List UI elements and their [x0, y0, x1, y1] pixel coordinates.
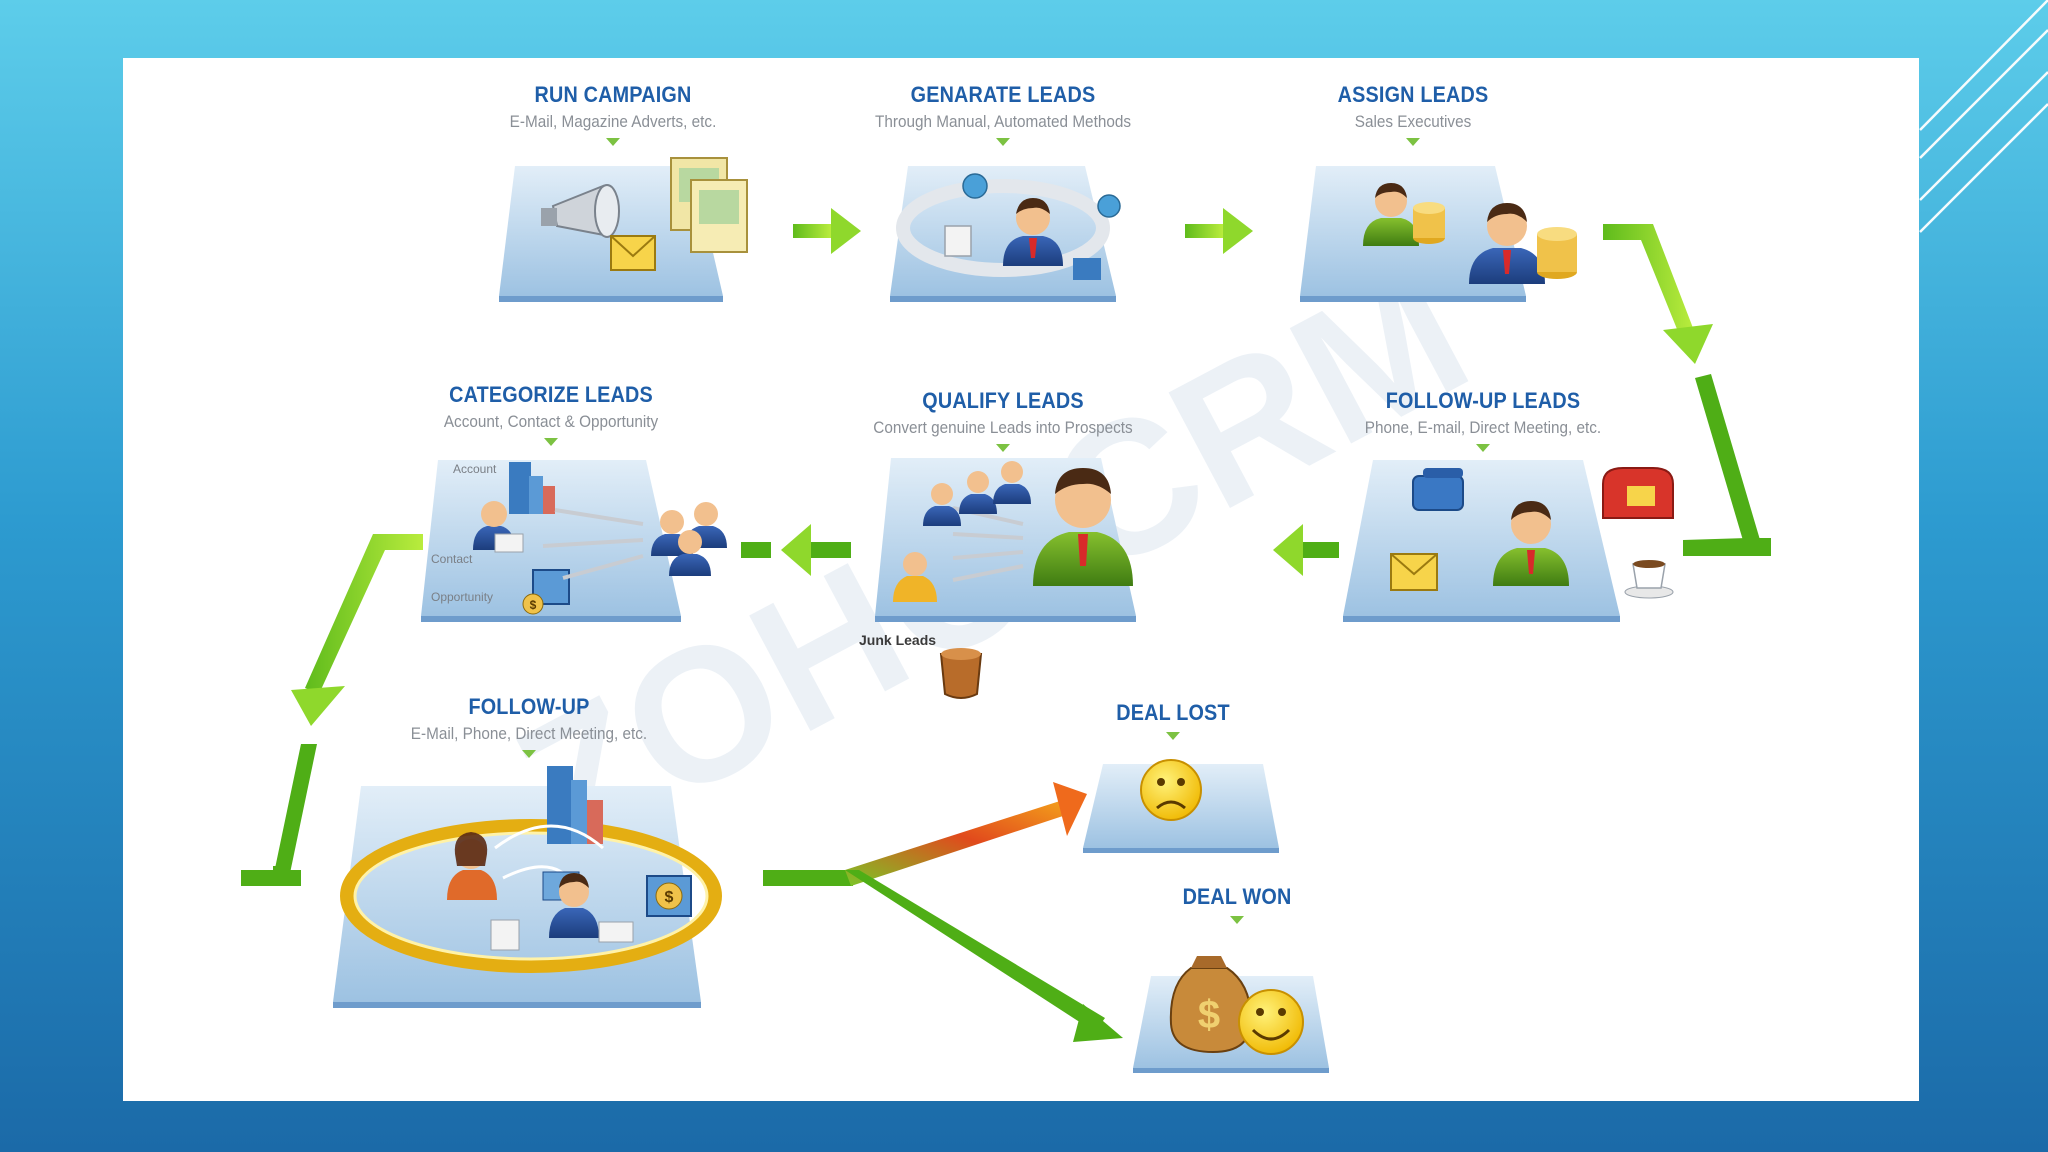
- stage-pointer: [544, 438, 558, 446]
- building-icon: [547, 766, 603, 844]
- person-icon: [993, 461, 1031, 504]
- arrow-run-to-generate: [793, 208, 861, 254]
- stage-subtitle: Phone, E-mail, Direct Meeting, etc.: [1364, 418, 1602, 437]
- gold-coins-icon: [1537, 227, 1577, 279]
- building-icon: [509, 462, 555, 514]
- person-icon: [1033, 468, 1133, 586]
- categorize-arrows: [542, 508, 644, 580]
- stage-subtitle: E-Mail, Magazine Adverts, etc.: [509, 112, 717, 131]
- arrow-followup-leads-to-qualify: [1273, 524, 1339, 576]
- stage-generate-leads: GENARATE LEADS Through Manual, Automated…: [793, 82, 1213, 146]
- dollar-box-icon: $: [522, 569, 570, 615]
- contact-card-icon: [598, 921, 634, 943]
- person-icon: [959, 471, 997, 514]
- poster-icon: [670, 157, 748, 253]
- stage-followup: FOLLOW-UP E-Mail, Phone, Direct Meeting,…: [319, 694, 739, 758]
- arrow-assign-to-followup-leads: [1603, 224, 1771, 556]
- svg-text:$: $: [1198, 993, 1220, 1037]
- stage-followup-leads: FOLLOW-UP LEADS Phone, E-mail, Direct Me…: [1273, 388, 1693, 452]
- corner-stripes: [1919, 0, 2048, 233]
- junk-leads-label: Junk Leads: [859, 632, 937, 648]
- person-icon: [447, 832, 497, 900]
- smiley-face-icon: [1238, 989, 1304, 1055]
- person-icon: [923, 483, 961, 526]
- qualify-leads-illustration: [893, 461, 1133, 699]
- stage-pointer: [996, 444, 1010, 452]
- gold-coins-icon: [1413, 202, 1445, 244]
- phone-icon: [1412, 468, 1464, 511]
- stage-run-campaign: RUN CAMPAIGN E-Mail, Magazine Adverts, e…: [403, 82, 823, 146]
- person-icon: [549, 873, 599, 938]
- globe-icon: [962, 173, 1121, 218]
- stage-pointer: [606, 138, 620, 146]
- stage-qualify-leads: QUALIFY LEADS Convert genuine Leads into…: [793, 388, 1213, 452]
- contact-card-icon: [494, 533, 524, 553]
- diagram-panel: ZOHO CRM: [123, 58, 1919, 1101]
- stage-subtitle: Sales Executives: [1354, 112, 1472, 131]
- document-icon: [490, 919, 520, 951]
- stage-pointer: [1166, 732, 1180, 740]
- stage-deal-won: DEAL WON: [1027, 884, 1447, 924]
- generate-leads-illustration: [896, 173, 1121, 280]
- mailbox-icon: [1602, 467, 1674, 519]
- stage-title: QUALIFY LEADS: [922, 388, 1084, 413]
- stage-categorize-leads: CATEGORIZE LEADS Account, Contact & Oppo…: [341, 382, 761, 446]
- person-icon: [1363, 183, 1419, 246]
- run-campaign-illustration: [541, 157, 748, 271]
- lead-process-diagram: ZOHO CRM: [241, 157, 1771, 1073]
- stage-pointer: [996, 138, 1010, 146]
- sad-face-icon: [1140, 759, 1202, 821]
- stage-title: RUN CAMPAIGN: [534, 82, 692, 107]
- opportunity-label: Opportunity: [431, 590, 494, 604]
- person-icon: [1003, 198, 1063, 266]
- mail-icon: [610, 235, 656, 271]
- svg-text:$: $: [665, 889, 674, 906]
- arrow-generate-to-assign: [1185, 208, 1253, 254]
- stage-assign-leads: ASSIGN LEADS Sales Executives: [1203, 82, 1623, 146]
- contact-label: Contact: [431, 552, 473, 566]
- stage-pointer: [522, 750, 536, 758]
- followup-illustration: $: [340, 766, 722, 973]
- stage-title: ASSIGN LEADS: [1337, 82, 1489, 107]
- stage-title: FOLLOW-UP: [468, 694, 590, 719]
- dollar-box-icon: $: [646, 875, 692, 917]
- arrow-qualify-to-categorize: [741, 524, 851, 576]
- stage-title: FOLLOW-UP LEADS: [1385, 388, 1581, 413]
- coffee-icon: [1624, 560, 1674, 599]
- stage-subtitle: E-Mail, Phone, Direct Meeting, etc.: [410, 724, 648, 743]
- basket-icon: [1073, 258, 1101, 280]
- person-icon: [669, 530, 711, 576]
- megaphone-icon: [541, 184, 620, 238]
- stage-title: DEAL LOST: [1116, 700, 1230, 725]
- stage-title: GENARATE LEADS: [910, 82, 1096, 107]
- flow-arrows: [241, 208, 1771, 1042]
- stage-subtitle: Convert genuine Leads into Prospects: [873, 418, 1133, 437]
- trash-can-icon: [939, 648, 983, 699]
- platform-followup-leads: [1343, 460, 1620, 616]
- money-bag-icon: $: [1169, 956, 1253, 1054]
- arrow-followup-to-outcome: [763, 782, 1123, 1042]
- stage-title: CATEGORIZE LEADS: [449, 382, 653, 407]
- stage-subtitle: Through Manual, Automated Methods: [874, 112, 1131, 131]
- stage-title: DEAL WON: [1182, 884, 1292, 909]
- svg-text:$: $: [530, 598, 537, 612]
- stage-pointer: [1476, 444, 1490, 452]
- platform-categorize-leads: [421, 460, 681, 616]
- arrow-categorize-to-followup: [241, 534, 423, 886]
- account-label: Account: [453, 462, 497, 476]
- categorize-leads-illustration: $: [473, 462, 727, 615]
- stage-pointer: [1406, 138, 1420, 146]
- mail-icon: [1390, 553, 1438, 591]
- person-icon: [1469, 203, 1545, 284]
- person-icon: [893, 552, 937, 602]
- stage-deal-lost: DEAL LOST: [963, 700, 1383, 740]
- assign-leads-illustration: [1363, 183, 1577, 284]
- stage-pointer: [1230, 916, 1244, 924]
- person-icon: [1493, 501, 1569, 586]
- followup-leads-illustration: [1390, 467, 1674, 599]
- document-icon: [944, 225, 972, 257]
- stage-subtitle: Account, Contact & Opportunity: [443, 412, 659, 431]
